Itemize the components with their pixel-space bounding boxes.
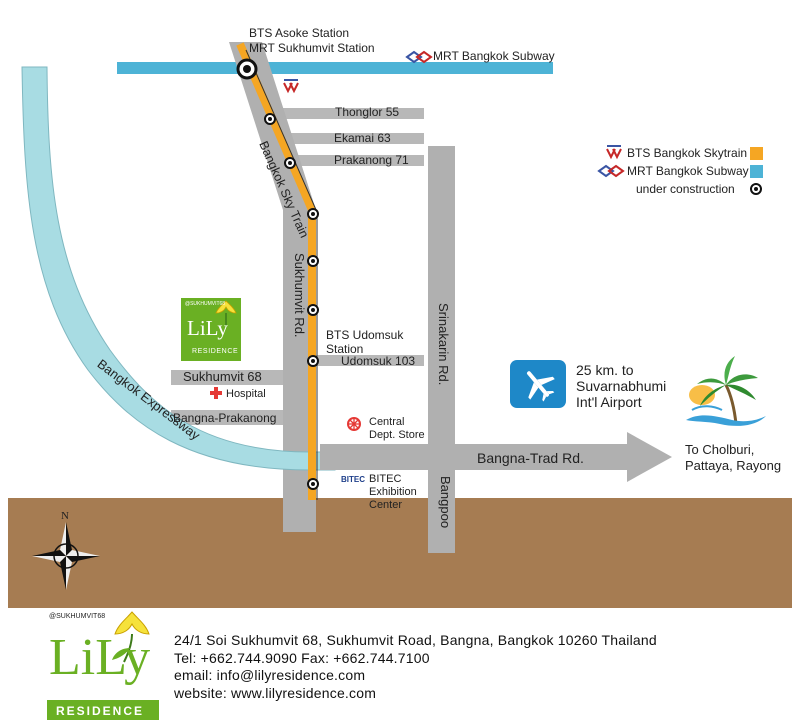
legend-subway-swatch (750, 165, 763, 178)
airport-distance-label: 25 km. to (576, 362, 634, 378)
thonglor-label: Thonglor 55 (335, 105, 400, 119)
prakanong-label: Prakanong 71 (334, 153, 409, 167)
bts-logo-icon (283, 79, 299, 94)
legend-subway-label: MRT Bangkok Subway (627, 164, 749, 178)
lily-map-logo-name: LiLy (187, 316, 228, 340)
phone-fax-text: Tel: +662.744.9090 Fax: +662.744.7100 (174, 649, 430, 666)
lily-map-logo-tag: @SUKHUMVIT68 (185, 301, 226, 307)
asoke-station-dot (243, 65, 251, 73)
bitec-logo: BITEC (341, 475, 365, 484)
bangna-trad-road (320, 432, 672, 482)
sukhumvit68-road (171, 370, 283, 385)
palm-beach-icon (686, 356, 766, 426)
ground-strip (8, 498, 792, 608)
mrt-subway-label: MRT Bangkok Subway (433, 49, 555, 63)
footer-lily-flower-icon (112, 611, 150, 663)
contact-block: 24/1 Soi Sukhumvit 68, Sukhumvit Road, B… (174, 632, 657, 702)
legend-skytrain-label: BTS Bangkok Skytrain (627, 146, 748, 160)
bitec-label-3: Center (369, 499, 403, 511)
central-logo-icon (347, 417, 361, 431)
website-link[interactable]: website: www.lilyresidence.com (174, 684, 377, 701)
udomsuk-road-label: Udomsuk 103 (341, 354, 416, 368)
station-marker-dots (268, 117, 315, 486)
central-label-1: Central (369, 416, 405, 428)
mrt-subway-line (117, 62, 553, 74)
legend-construction-label: under construction (636, 182, 735, 196)
legend-skytrain-icon (606, 145, 622, 160)
bangna-prakanong-label: Bangna-Prakanong (173, 411, 277, 425)
destination-label-1: To Cholburi, (685, 442, 755, 457)
srinakarin-road (428, 146, 455, 553)
lily-map-logo-sub: RESIDENCE (192, 348, 239, 355)
ekamai-road (277, 133, 424, 144)
hospital-icon (210, 387, 222, 399)
udomsuk-station-label-1: BTS Udomsuk (326, 328, 404, 342)
udomsuk-road (306, 355, 424, 366)
ekamai-label: Ekamai 63 (334, 131, 391, 145)
airport-name-label: Suvarnabhumi (576, 378, 667, 394)
sukhumvit-road-label: Sukhumvit Rd. (292, 253, 307, 338)
legend-skytrain-swatch (750, 147, 763, 160)
footer-logo-bar (47, 700, 159, 720)
bangna-trad-label: Bangna-Trad Rd. (477, 450, 584, 466)
bangna-prakanong-road (171, 410, 283, 425)
email-link[interactable]: email: info@lilyresidence.com (174, 667, 366, 683)
hospital-label: Hospital (226, 388, 266, 400)
asoke-station-label: BTS Asoke Station (249, 26, 350, 40)
footer-logo-tag: @SUKHUMVIT68 (49, 613, 106, 620)
mrt-logo-icon (405, 50, 433, 64)
airplane-icon (527, 371, 555, 402)
central-label-2: Dept. Store (369, 429, 425, 441)
footer-logo-name: LiLy (49, 629, 151, 686)
address-text: 24/1 Soi Sukhumvit 68, Sukhumvit Road, B… (174, 632, 657, 648)
footer-logo-sub: RESIDENCE (56, 704, 145, 718)
sukhumvit-station-label: MRT Sukhumvit Station (249, 41, 375, 55)
udomsuk-station-label-2: Station (326, 342, 364, 356)
compass-rose-icon (32, 522, 100, 590)
compass-north-label: N (61, 510, 69, 522)
bitec-label-2: Exhibition (369, 486, 417, 498)
bangpoo-road-label: Bangpoo (438, 476, 453, 529)
bitec-label-1: BITEC (369, 473, 402, 485)
sukhumvit68-label: Sukhumvit 68 (183, 369, 262, 384)
destination-label-2: Pattaya, Rayong (685, 458, 782, 473)
legend-subway-icon (597, 164, 625, 178)
thonglor-road (262, 108, 424, 119)
srinakarin-road-label: Srinakarin Rd. (436, 303, 451, 386)
airport-type-label: Int'l Airport (576, 394, 642, 410)
prakanong-road (291, 155, 424, 166)
lily-flower-icon (215, 300, 237, 325)
